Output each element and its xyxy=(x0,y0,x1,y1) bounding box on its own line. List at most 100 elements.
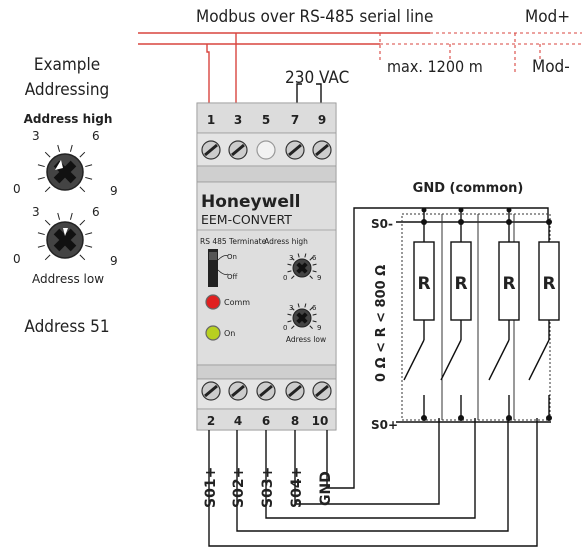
dial-pointer-icon xyxy=(63,228,68,236)
terminal-number-bottom: 8 xyxy=(291,414,299,428)
device-model: EEM-CONVERT xyxy=(201,212,292,227)
svg-text:6: 6 xyxy=(312,254,317,262)
wire-s04 xyxy=(294,418,440,505)
mod-plus-label: Mod+ xyxy=(525,7,570,27)
terminal-number-bottom: 4 xyxy=(234,414,242,428)
address-result: Address 51 xyxy=(24,317,109,337)
s0-channel-box xyxy=(477,213,515,421)
dial-tick xyxy=(44,186,51,193)
dial-tick xyxy=(85,164,93,168)
dial-tick xyxy=(312,270,317,273)
terminal-number-top: 1 xyxy=(207,113,215,127)
terminal-number-bottom: 2 xyxy=(207,414,215,428)
on-led-label: On xyxy=(224,329,235,338)
device-dial-low[interactable]: 3 6 0 9 xyxy=(283,303,321,332)
rs485-terminate-switch[interactable] xyxy=(208,249,218,287)
s0-plus-label: S0+ xyxy=(371,418,398,432)
s0-channel-4: R xyxy=(528,219,560,421)
s0-channels: R R R xyxy=(396,207,560,423)
on-led xyxy=(205,325,221,341)
dial-tick xyxy=(69,144,73,152)
wire-s01 xyxy=(208,418,538,547)
dial-tick xyxy=(44,151,51,158)
dial-tick xyxy=(37,176,45,180)
dial-tick xyxy=(309,257,313,261)
switch-contact xyxy=(488,339,510,381)
bus-drop-terminal-1 xyxy=(206,44,210,103)
dial-tick xyxy=(37,232,45,236)
dial-tick xyxy=(44,219,51,226)
wire-s02 xyxy=(236,418,509,532)
bus-title: Modbus over RS-485 serial line xyxy=(196,7,433,27)
s0-channel-1: R xyxy=(403,207,435,421)
comm-led xyxy=(205,294,221,310)
s0-minus-label: S0- xyxy=(371,217,393,231)
comm-led-label: Comm xyxy=(224,298,250,307)
dial-tick xyxy=(291,307,295,311)
example-title-2: Addressing xyxy=(25,80,110,100)
dial-tick xyxy=(69,212,73,220)
wire-s03 xyxy=(265,418,476,519)
dial-tick xyxy=(309,275,313,279)
power-wires xyxy=(296,83,322,103)
brand-logo: Honeywell xyxy=(201,192,301,212)
address-low-dial xyxy=(37,212,93,261)
terminal-number-top: 7 xyxy=(291,113,299,127)
dial-tick xyxy=(57,212,61,220)
dial-low-9: 9 xyxy=(110,254,118,268)
max-length-label: max. 1200 m xyxy=(387,57,483,76)
dial-tick xyxy=(85,176,93,180)
dial-tick xyxy=(309,307,313,311)
terminal-number-bottom: 6 xyxy=(262,414,270,428)
dial-tick xyxy=(297,253,300,258)
dial-high-3: 3 xyxy=(32,129,40,143)
switch-contact xyxy=(403,339,425,381)
dial-tick xyxy=(312,263,317,266)
dial-tick xyxy=(304,303,307,308)
dial-tick xyxy=(291,275,295,279)
wire-label-s02: S02+ xyxy=(231,467,247,508)
top-screws xyxy=(201,140,332,160)
mod-minus-label: Mod- xyxy=(532,57,570,77)
wire-label-s04: S04+ xyxy=(289,467,305,508)
dial-tick xyxy=(312,313,317,316)
dial-tick xyxy=(312,320,317,323)
s0-channel-2: R xyxy=(440,207,472,421)
svg-text:3: 3 xyxy=(289,304,293,312)
address-high-label: Address high xyxy=(24,112,113,126)
svg-text:0: 0 xyxy=(283,274,287,282)
svg-text:3: 3 xyxy=(289,254,293,262)
terminal-number-bottom: 10 xyxy=(312,414,329,428)
dial-tick xyxy=(297,303,300,308)
dial-tick xyxy=(304,253,307,258)
svg-text:6: 6 xyxy=(312,304,317,312)
dial-tick xyxy=(79,254,86,261)
device-dial-high[interactable]: 3 6 0 9 xyxy=(283,253,321,282)
dial-tick xyxy=(57,144,61,152)
dial-low-3: 3 xyxy=(32,205,40,219)
s0-wiring xyxy=(208,207,549,547)
dial-low-0: 0 xyxy=(13,252,21,266)
terminal-number-top: 3 xyxy=(234,113,242,127)
dial-tick xyxy=(79,151,86,158)
dial-tick xyxy=(309,325,313,329)
dial-tick xyxy=(79,219,86,226)
dial-high-0: 0 xyxy=(13,182,21,196)
dial-high-6: 6 xyxy=(92,129,100,143)
example-title-1: Example xyxy=(34,55,100,75)
dial-tick xyxy=(85,244,93,248)
wire-label-s03: S03+ xyxy=(260,467,276,508)
gnd-common-label: GND (common) xyxy=(413,181,524,196)
dial-tick xyxy=(287,313,292,316)
modbus-bus xyxy=(138,32,582,103)
bottom-screws xyxy=(201,381,332,401)
dial-pointer-icon xyxy=(55,160,63,170)
dial-ticks xyxy=(37,144,93,193)
s0-channel-3: R xyxy=(488,207,520,421)
dial-high-9: 9 xyxy=(110,184,118,198)
switch-on-label: On xyxy=(227,253,237,261)
resistor-label: R xyxy=(542,274,555,294)
dial-low-6: 6 xyxy=(92,205,100,219)
svg-text:9: 9 xyxy=(317,324,321,332)
